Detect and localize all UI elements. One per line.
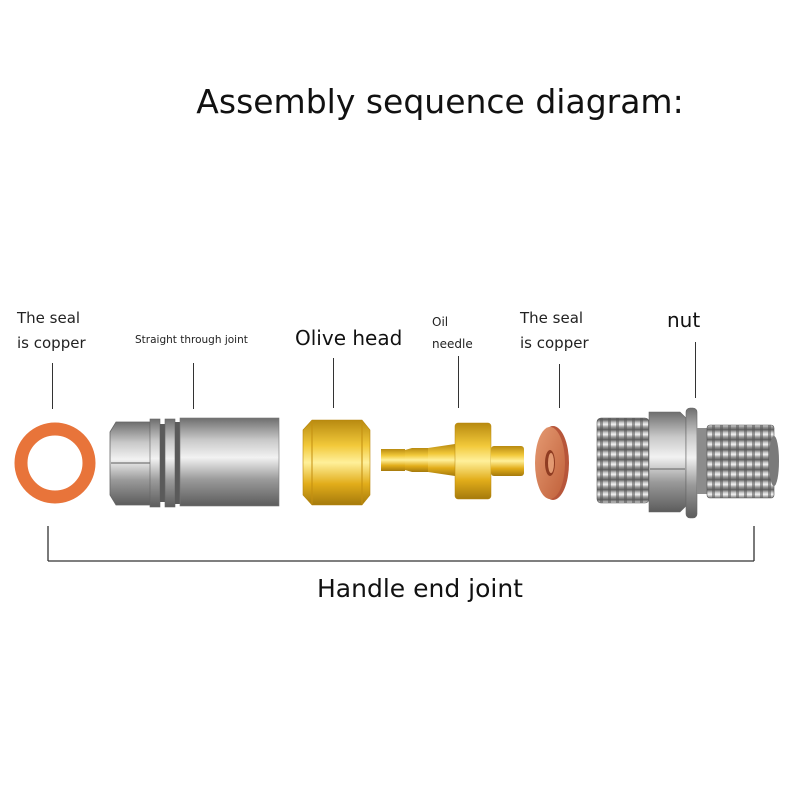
leader-line-olive [333,358,335,408]
label-line: is copper [17,334,86,352]
leader-line-needle [458,356,460,408]
straight-through-joint [109,417,280,508]
group-label-handle-end-joint: Handle end joint [317,574,523,603]
leader-line-seal-2 [559,364,561,408]
olive-head [302,419,371,506]
label-line: is copper [520,334,589,352]
label-straight-through-joint: Straight through joint [135,334,248,346]
label-olive-head: Olive head [295,326,403,350]
label-line: The seal [17,309,81,327]
leader-line-joint [193,363,195,409]
oil-needle [381,422,524,500]
label-line: needle [432,337,473,351]
label-copper-seal-2: The seal is copper [520,306,589,356]
label-line: Oil [432,315,449,329]
label-line: The seal [520,309,584,327]
copper-seal-washer [535,426,569,500]
diagram-title: Assembly sequence diagram: [196,82,684,121]
nut [596,407,779,519]
leader-line-nut [695,342,697,398]
copper-ring-shape [14,422,96,504]
label-oil-needle: Oil needle [432,311,473,355]
label-nut: nut [667,308,701,332]
handle-end-bracket [47,526,755,562]
label-copper-seal-1: The seal is copper [17,306,86,356]
copper-seal-ring [14,422,96,504]
leader-line-seal-1 [52,363,54,409]
